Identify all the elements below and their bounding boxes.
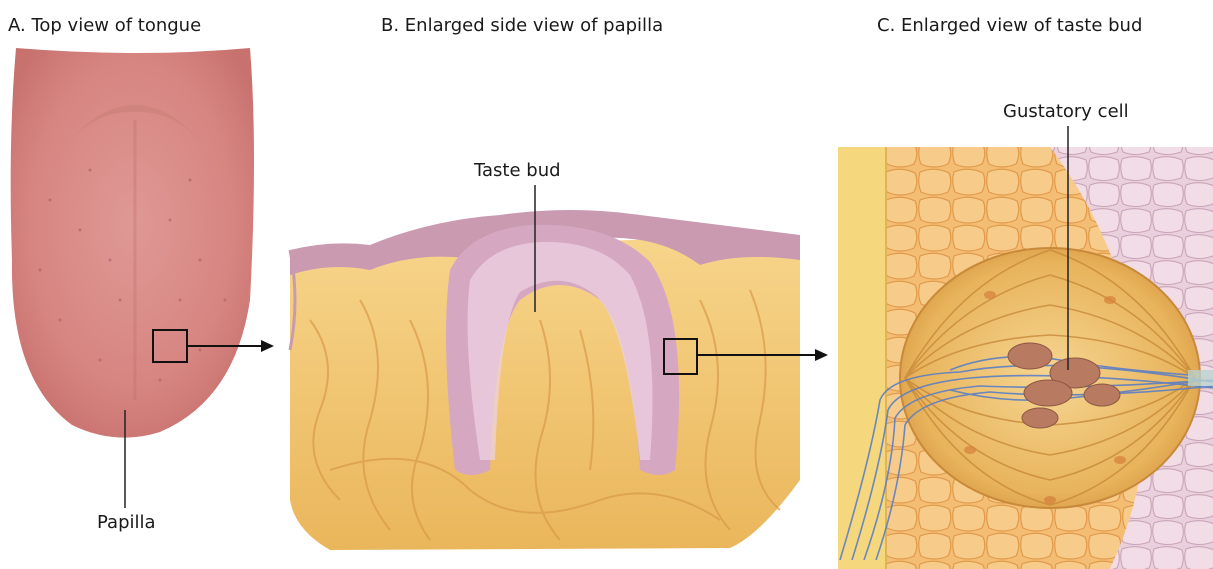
papilla-block — [290, 210, 800, 550]
arrow-b-to-c-head — [815, 349, 828, 361]
tongue-illustration — [11, 48, 254, 438]
taste-bud-illustration — [838, 147, 1213, 569]
arrow-a-to-b-head — [261, 340, 274, 352]
